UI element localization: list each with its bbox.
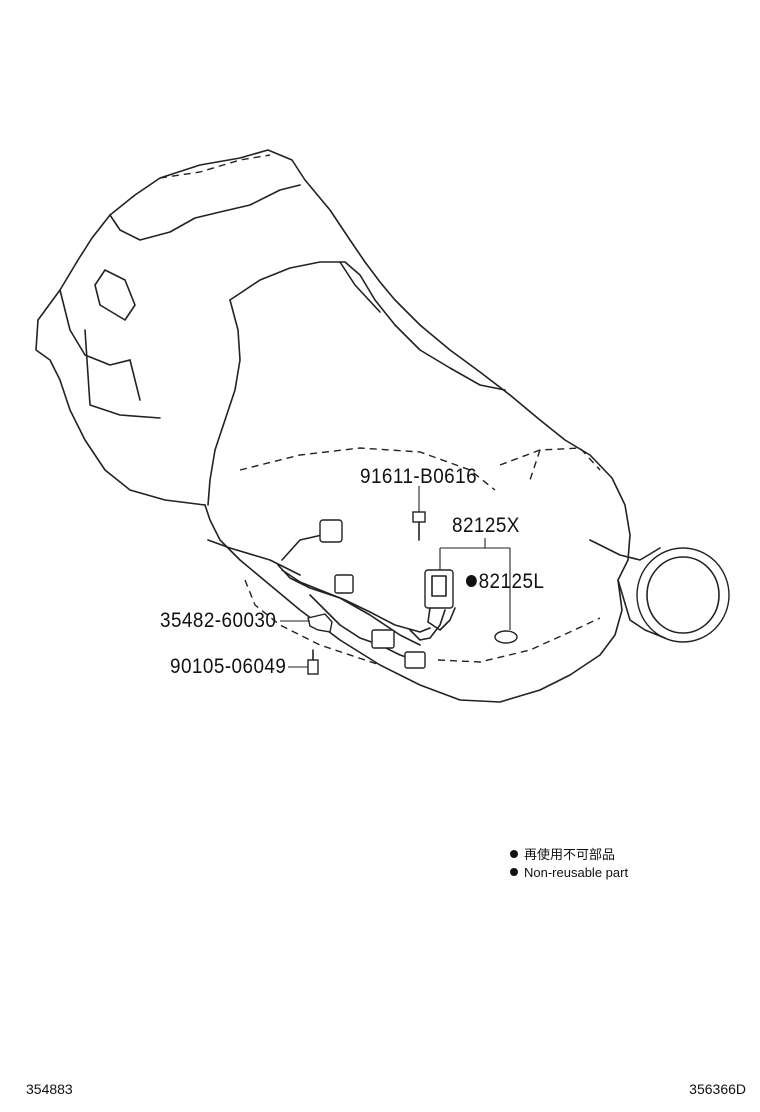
part-number-clamp: 35482-60030 <box>160 609 277 632</box>
legend-dot-icon <box>510 850 518 858</box>
legend-dot-icon <box>510 868 518 876</box>
legend-en-text: Non-reusable part <box>524 865 629 880</box>
non-reusable-marker <box>466 575 477 587</box>
part-number-gasket-text: 82125L <box>478 570 545 593</box>
legend-jp: 再使用不可部品 <box>510 848 615 861</box>
wire-harness <box>277 519 446 669</box>
part-number-gasket: 82125L <box>466 571 544 592</box>
gasket-ring <box>494 630 518 644</box>
output-extension <box>589 539 730 643</box>
bolt-bottom <box>288 649 319 675</box>
part-number-bolt-bottom: 90105-06049 <box>170 655 287 678</box>
part-number-bolt-top: 91611-B0616 <box>360 465 478 488</box>
part-number-sensor: 82125X <box>452 514 520 537</box>
transmission-housing <box>35 149 631 703</box>
leader-lines <box>439 538 511 630</box>
bolt-top <box>412 486 426 541</box>
legend-en: Non-reusable part <box>510 866 628 879</box>
legend-jp-text: 再使用不可部品 <box>524 847 616 862</box>
ref-code-right: 356366D <box>689 1081 746 1097</box>
ref-code-left: 354883 <box>26 1081 73 1097</box>
clamp-bracket <box>280 613 333 633</box>
speed-sensor <box>424 569 456 631</box>
